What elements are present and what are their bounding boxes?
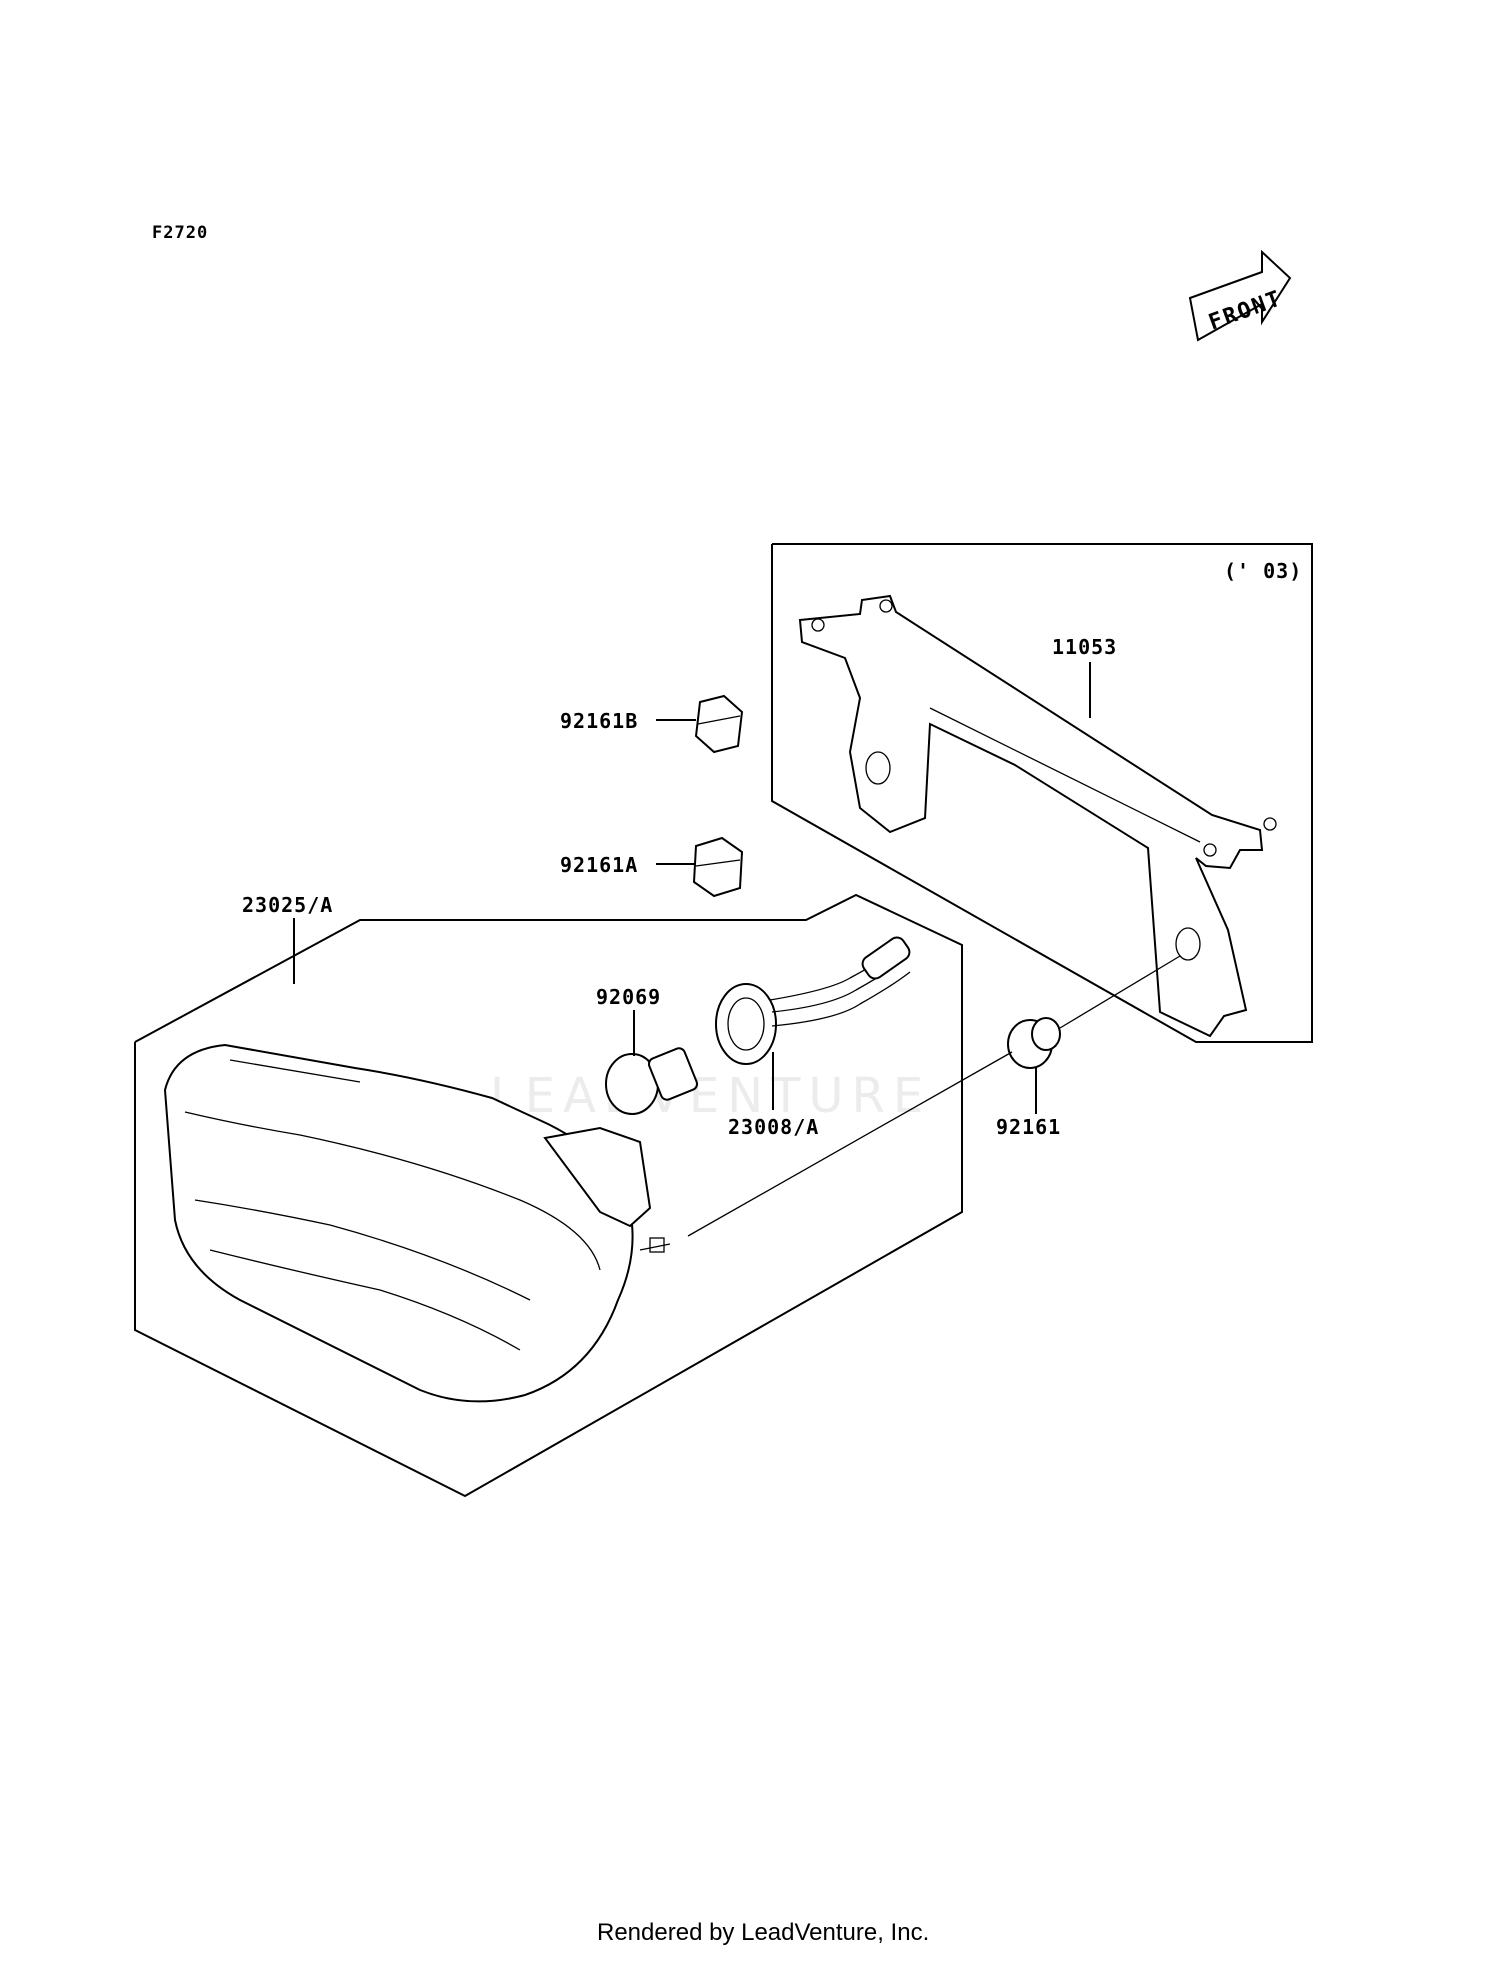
bulb-92069: [605, 1047, 699, 1115]
bracket-11053: [798, 594, 1277, 1038]
assembly-box: [134, 893, 963, 1498]
watermark: LEADVENTURE: [490, 1068, 931, 1124]
callout-92161a: 92161A: [560, 853, 638, 877]
front-arrow-icon: FRONT: [1188, 249, 1292, 342]
diagram-code: F2720: [152, 223, 208, 243]
callout-23008a: 23008/A: [728, 1115, 819, 1139]
socket-23008a: [715, 936, 911, 1065]
grommet-92161: [1007, 1017, 1061, 1069]
callout-23025a: 23025/A: [242, 893, 333, 917]
inset-box: [771, 543, 1313, 1043]
callout-11053: 11053: [1052, 635, 1117, 659]
damper-92161b: [694, 694, 744, 754]
tail-lamp-23025a: [163, 1043, 671, 1403]
callout-92069: 92069: [596, 985, 661, 1009]
alignment-line: [687, 1051, 1013, 1237]
alignment-line: [1059, 955, 1181, 1029]
damper-92161a: [692, 836, 744, 898]
callout-92161b: 92161B: [560, 709, 638, 733]
inset-note: (' 03): [1224, 559, 1302, 583]
footer-credit: Rendered by LeadVenture, Inc.: [597, 1919, 929, 1946]
callout-92161: 92161: [996, 1115, 1061, 1139]
